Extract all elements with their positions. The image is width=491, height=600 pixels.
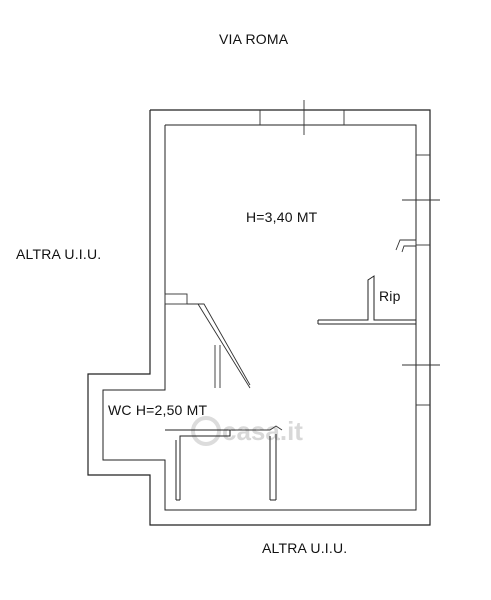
- left-pillar-door: [164, 293, 251, 389]
- storage-hook: [395, 239, 417, 253]
- left-neighbor-label: ALTRA U.I.U.: [16, 246, 102, 262]
- street-label: VIA ROMA: [219, 31, 289, 47]
- storage-partition: [317, 275, 416, 325]
- main-room-height-label: H=3,40 MT: [246, 209, 318, 225]
- bottom-neighbor-label: ALTRA U.I.U.: [262, 540, 348, 556]
- right-openings: [402, 154, 440, 406]
- watermark-logo: casa.it: [191, 416, 303, 446]
- outer-wall: [87, 109, 431, 526]
- inner-wall: [102, 124, 417, 511]
- storage-room-label: Rip: [379, 288, 401, 304]
- wc-partition: [165, 425, 283, 501]
- top-window: [259, 100, 345, 135]
- watermark-text: casa.it: [222, 416, 303, 446]
- wc-height-label: WC H=2,50 MT: [108, 402, 208, 418]
